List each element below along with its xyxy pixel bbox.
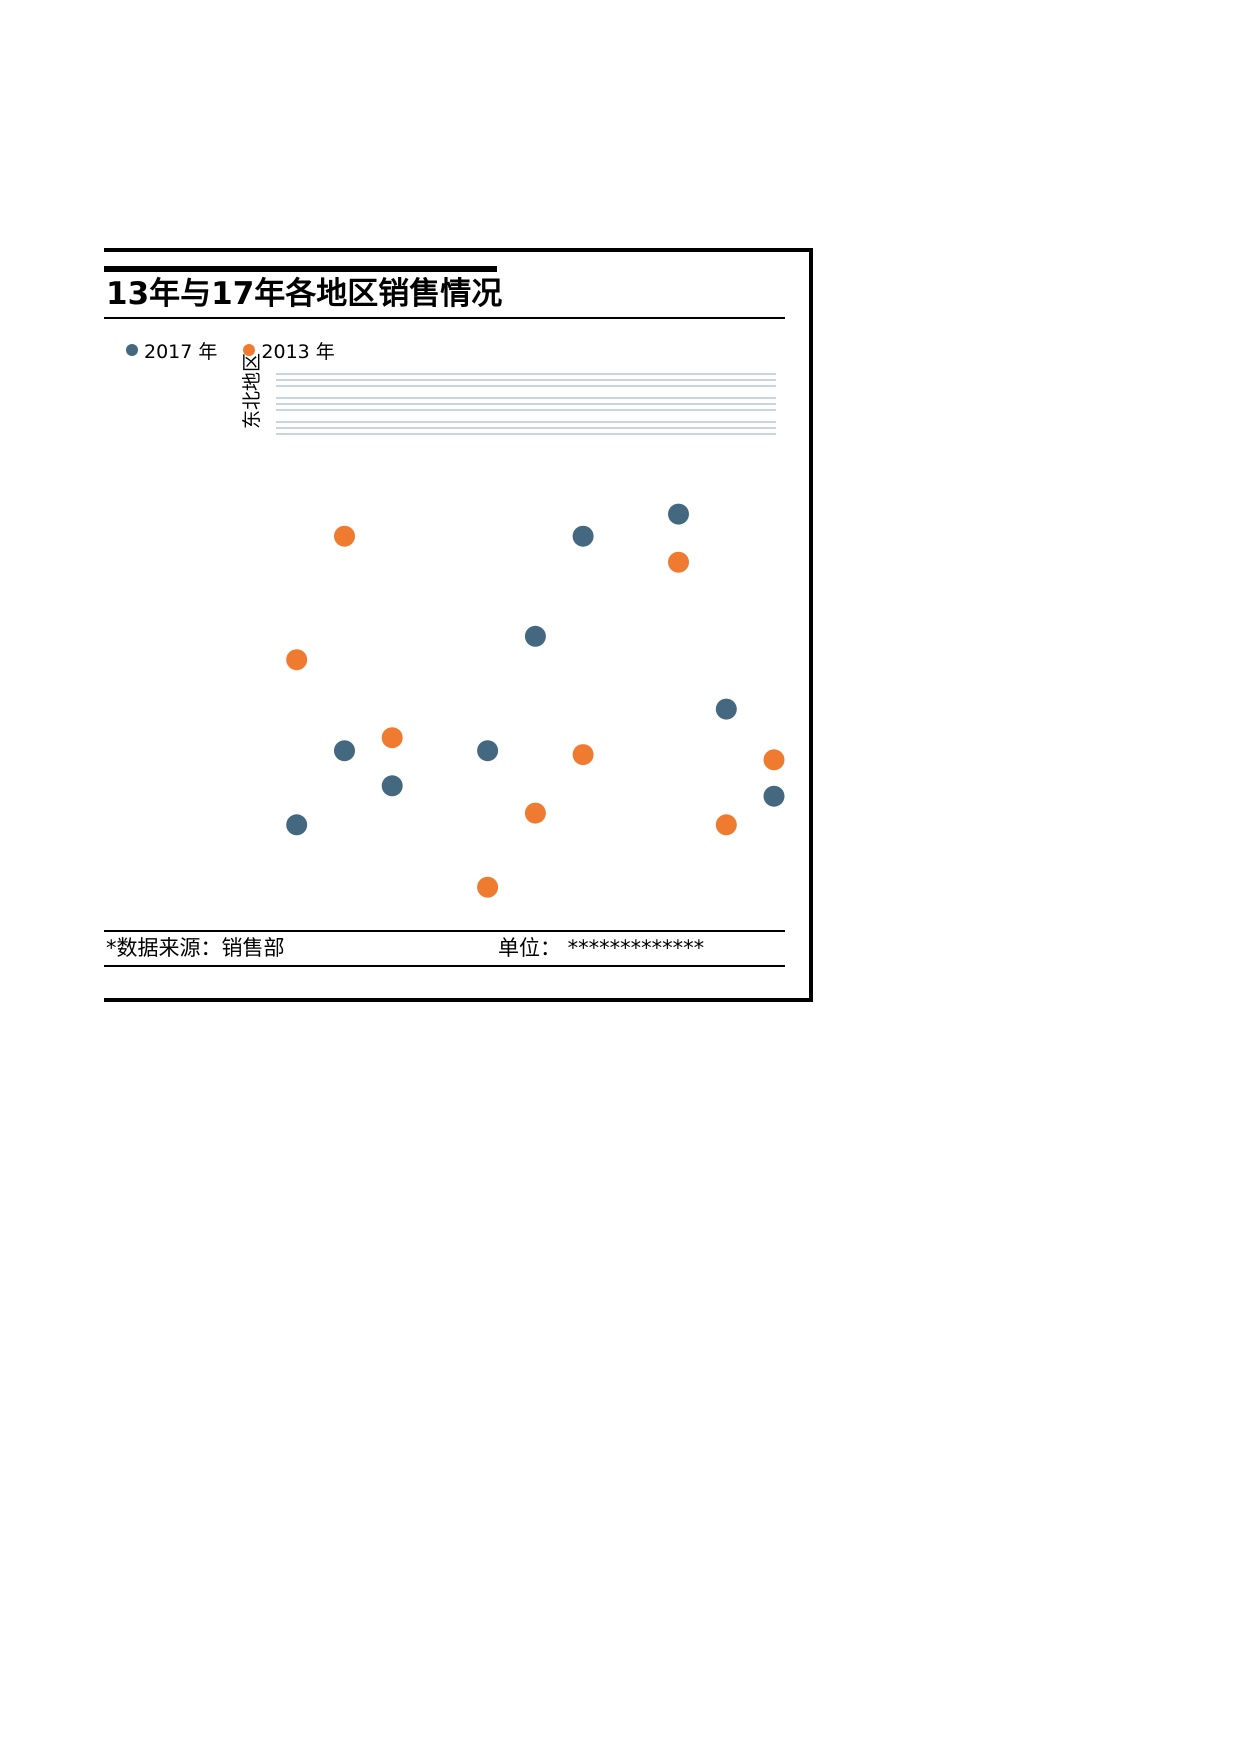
point-series1-4 (524, 802, 546, 824)
point-series1-2 (381, 727, 403, 749)
point-series0-1 (334, 740, 355, 762)
point-series1-7 (715, 814, 737, 836)
point-series0-5 (572, 525, 594, 547)
legend-marker-2017 (126, 344, 138, 356)
legend-label-2013: 2013 年 (261, 340, 335, 363)
point-series0-0 (286, 814, 308, 836)
card-border-right (809, 248, 813, 1002)
point-series0-3 (477, 740, 499, 762)
point-series1-6 (668, 551, 689, 573)
point-series0-4 (524, 625, 546, 647)
point-series0-6 (668, 503, 689, 525)
data-source-note: *数据来源：销售部 (106, 936, 285, 960)
title-rule (104, 317, 785, 319)
point-series1-3 (477, 876, 499, 898)
title-accent-bar (104, 266, 497, 272)
legend-label-2017: 2017 年 (144, 340, 218, 363)
chart-title: 13年与17年各地区销售情况 (106, 276, 503, 312)
point-series0-2 (381, 775, 403, 797)
legend-item-2017: 2017 年 (126, 337, 217, 364)
legend-marker-2013 (243, 344, 256, 356)
chart-card: 13年与17年各地区销售情况 2017 年 2013 年 东北地区 *数据来源：… (104, 248, 813, 1002)
point-series1-0 (286, 649, 308, 671)
card-border-top (104, 248, 813, 252)
point-series1-1 (334, 525, 355, 547)
footer-rule-bottom (104, 965, 785, 967)
footer-rule-top (104, 930, 785, 932)
chart-legend: 2017 年 2013 年 (126, 336, 361, 364)
point-series0-8 (763, 785, 785, 807)
point-series0-7 (715, 698, 737, 720)
card-border-bottom (104, 998, 813, 1002)
point-series1-8 (763, 749, 785, 771)
legend-item-2013: 2013 年 (243, 337, 335, 364)
unit-note: 单位： ************* (498, 936, 705, 960)
point-series1-5 (572, 744, 594, 766)
scatter-plot (276, 373, 785, 898)
